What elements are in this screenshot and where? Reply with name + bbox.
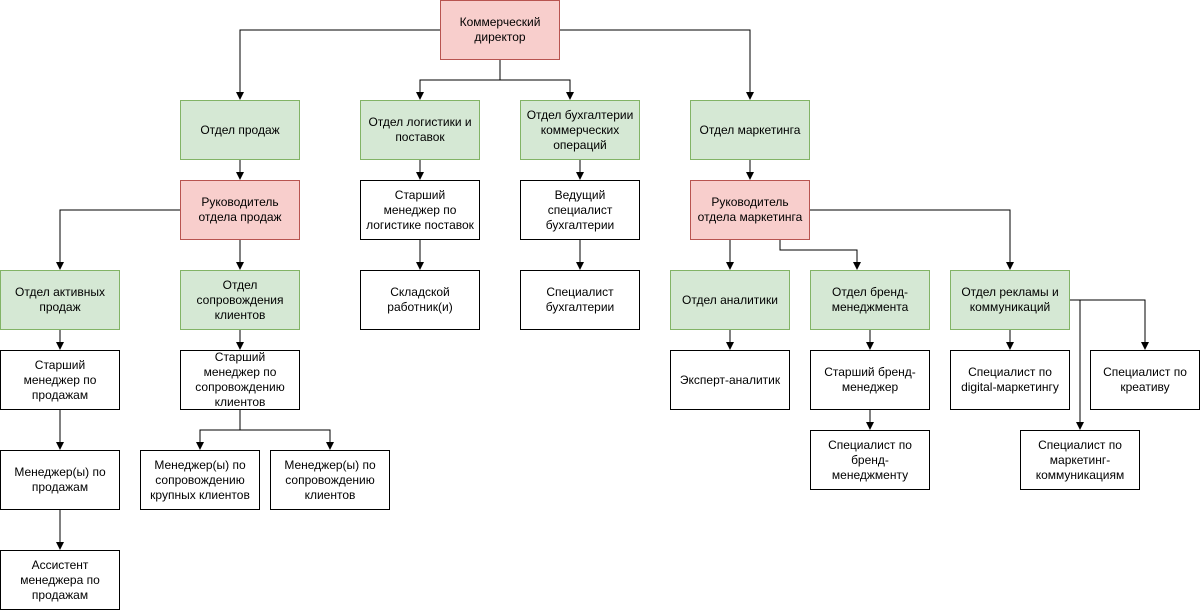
node-marketing-head: Руководитель отдела маркетинга: [690, 180, 810, 240]
node-brand-dept: Отдел бренд-менеджмента: [810, 270, 930, 330]
edge-marketing-head-to-advertising: [810, 209, 1014, 270]
node-accounting-lead: Ведущий специалист бухгалтерии: [520, 180, 640, 240]
node-support-senior: Старший менеджер по сопровождению клиент…: [180, 350, 300, 410]
node-analytics-dept: Отдел аналитики: [670, 270, 790, 330]
edge-director-to-sales: [236, 29, 440, 100]
node-expert-analyst: Эксперт-аналитик: [670, 350, 790, 410]
edge-support-senior-to-key-accounts: [196, 410, 241, 450]
node-marketing-dept: Отдел маркетинга: [690, 100, 810, 160]
node-active-sales-dept: Отдел активных продаж: [0, 270, 120, 330]
node-accounting-specialist: Специалист бухгалтерии: [520, 270, 640, 330]
node-brand-specialist: Специалист по бренд-менеджменту: [810, 430, 930, 490]
node-brand-senior: Старший бренд-менеджер: [810, 350, 930, 410]
edge-sales-head-to-active: [56, 209, 180, 270]
node-commercial-director: Коммерческий директор: [440, 0, 560, 60]
node-logistics-senior: Старший менеджер по логистике поставок: [360, 180, 480, 240]
edge-advertising-to-marcom: [1070, 299, 1084, 430]
node-accounting-dept: Отдел бухгалтерии коммерческих операций: [520, 100, 640, 160]
node-client-support-dept: Отдел сопровождения клиентов: [180, 270, 300, 330]
edge-director-to-accounting: [499, 60, 574, 100]
node-marcom-specialist: Специалист по маркетинг-коммуникациям: [1020, 430, 1140, 490]
edge-director-to-marketing: [560, 29, 754, 100]
node-sales-managers: Менеджер(ы) по продажам: [0, 450, 120, 510]
edge-director-to-logistics: [416, 60, 501, 100]
node-key-account-managers: Менеджер(ы) по сопровождению крупных кли…: [140, 450, 260, 510]
edge-support-senior-to-client-managers: [239, 410, 334, 450]
node-sales-head: Руководитель отдела продаж: [180, 180, 300, 240]
node-warehouse-worker: Складской работник(и): [360, 270, 480, 330]
node-creative-specialist: Специалист по креативу: [1090, 350, 1200, 410]
node-logistics-dept: Отдел логистики и поставок: [360, 100, 480, 160]
node-advertising-dept: Отдел рекламы и коммуникаций: [950, 270, 1070, 330]
node-digital-specialist: Специалист по digital-маркетингу: [950, 350, 1070, 410]
edge-marketing-head-to-brand: [779, 240, 861, 270]
node-sales-assistant: Ассистент менеджера по продажам: [0, 550, 120, 610]
edge-advertising-to-creative: [1070, 299, 1149, 350]
node-sales-senior: Старший менеджер по продажам: [0, 350, 120, 410]
node-sales-dept: Отдел продаж: [180, 100, 300, 160]
node-client-support-managers: Менеджер(ы) по сопровождению клиентов: [270, 450, 390, 510]
